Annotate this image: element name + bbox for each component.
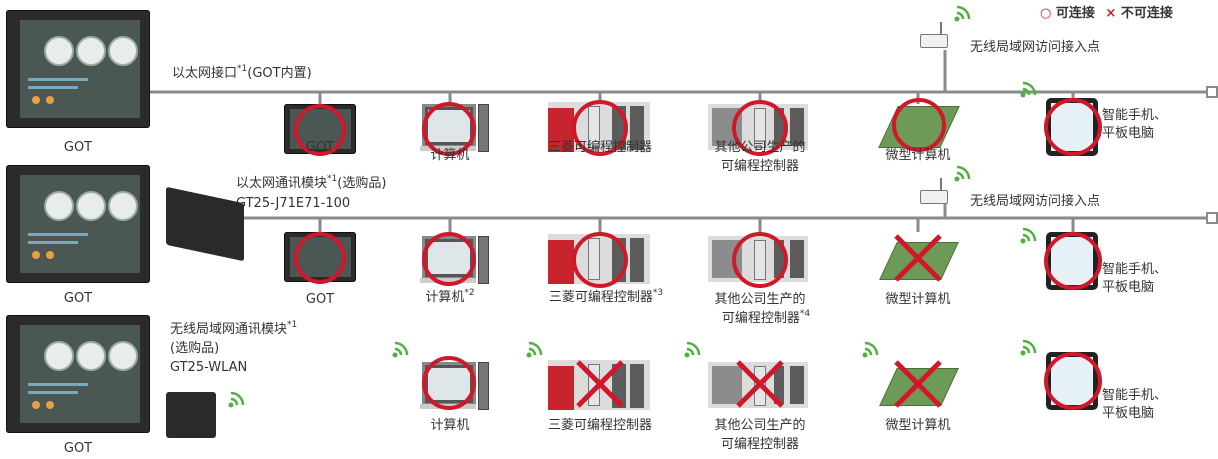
got-label: GOT — [63, 291, 93, 306]
device-label: GOT — [305, 292, 335, 307]
device-label: GOT — [305, 140, 335, 155]
wifi-icon — [954, 5, 971, 22]
ok-mark — [422, 356, 476, 410]
legend-ng-label: 不可连接 — [1120, 6, 1173, 21]
device-label-line2: 可编程控制器*4 — [721, 309, 811, 327]
device-label: 微型计算机 — [885, 418, 951, 433]
got-panel-image — [6, 315, 150, 433]
ok-mark — [732, 232, 788, 288]
wifi-icon — [392, 341, 409, 358]
interface-suffix-row3: (选购品) — [170, 341, 220, 356]
device-label: 智能手机、 — [1102, 262, 1168, 277]
ok-mark — [732, 100, 788, 156]
ok-mark — [892, 98, 946, 152]
device-label-line2: 平板电脑 — [1102, 280, 1155, 295]
device-label-line2: 平板电脑 — [1102, 126, 1155, 141]
ok-mark — [572, 232, 628, 288]
ok-mark — [294, 232, 346, 284]
wifi-icon — [1020, 81, 1037, 98]
wifi-icon — [1020, 227, 1037, 244]
legend-ng-symbol: × — [1105, 6, 1117, 21]
device-label: 其他公司生产的 — [714, 292, 806, 307]
legend-ok-label: 可连接 — [1055, 6, 1095, 21]
interface-model-row3: GT25-WLAN — [170, 360, 248, 375]
ok-mark — [422, 102, 476, 156]
access-point-image — [920, 34, 948, 48]
wifi-icon — [862, 341, 879, 358]
interface-model-row2: GT25-J71E71-100 — [236, 196, 351, 211]
device-label: 微型计算机 — [885, 148, 951, 163]
ap-label: 无线局域网访问接入点 — [970, 40, 1101, 55]
device-label-line2: 平板电脑 — [1102, 406, 1155, 421]
wifi-icon — [1020, 339, 1037, 356]
got-panel-image — [6, 10, 150, 128]
device-label: 其他公司生产的 — [714, 140, 806, 155]
ok-mark — [1044, 352, 1102, 410]
line-terminator — [1206, 212, 1218, 224]
device-label: 智能手机、 — [1102, 388, 1168, 403]
ok-mark — [294, 104, 346, 156]
ok-mark — [1044, 232, 1102, 290]
ng-mark — [894, 234, 942, 282]
device-label: 三菱可编程控制器*3 — [548, 288, 664, 306]
ng-mark — [736, 360, 784, 408]
device-label: 微型计算机 — [885, 292, 951, 307]
got-label: GOT — [63, 441, 93, 456]
device-label: 三菱可编程控制器 — [547, 140, 653, 155]
got-label: GOT — [63, 140, 93, 155]
wifi-icon — [684, 341, 701, 358]
legend: ○ 可连接 × 不可连接 — [1040, 6, 1173, 22]
ok-mark — [422, 232, 476, 286]
ok-mark — [1044, 98, 1102, 156]
interface-label-row2: 以太网通讯模块*1(选购品) — [236, 174, 387, 192]
wlan-module-image — [166, 392, 216, 438]
device-label-line2: 可编程控制器 — [720, 437, 800, 452]
device-label: 计算机 — [430, 418, 470, 433]
line-terminator — [1206, 86, 1218, 98]
device-label: 计算机*2 — [425, 288, 475, 306]
device-label-line2: 可编程控制器 — [720, 159, 800, 174]
legend-ok-symbol: ○ — [1040, 6, 1052, 21]
ng-mark — [894, 360, 942, 408]
ok-mark — [572, 100, 628, 156]
access-point-image — [920, 190, 948, 204]
got-panel-image — [6, 165, 150, 283]
device-label: 三菱可编程控制器 — [547, 418, 653, 433]
ng-mark — [576, 360, 624, 408]
interface-label-row3: 无线局域网通讯模块*1 — [170, 320, 298, 338]
device-label: 计算机 — [430, 148, 470, 163]
device-label: 智能手机、 — [1102, 108, 1168, 123]
wifi-icon — [954, 165, 971, 182]
wifi-icon — [526, 341, 543, 358]
ap-label: 无线局域网访问接入点 — [970, 194, 1101, 209]
wifi-icon — [228, 391, 245, 408]
interface-label-row1: 以太网接口*1(GOT内置) — [172, 64, 312, 82]
device-label: 其他公司生产的 — [714, 418, 806, 433]
